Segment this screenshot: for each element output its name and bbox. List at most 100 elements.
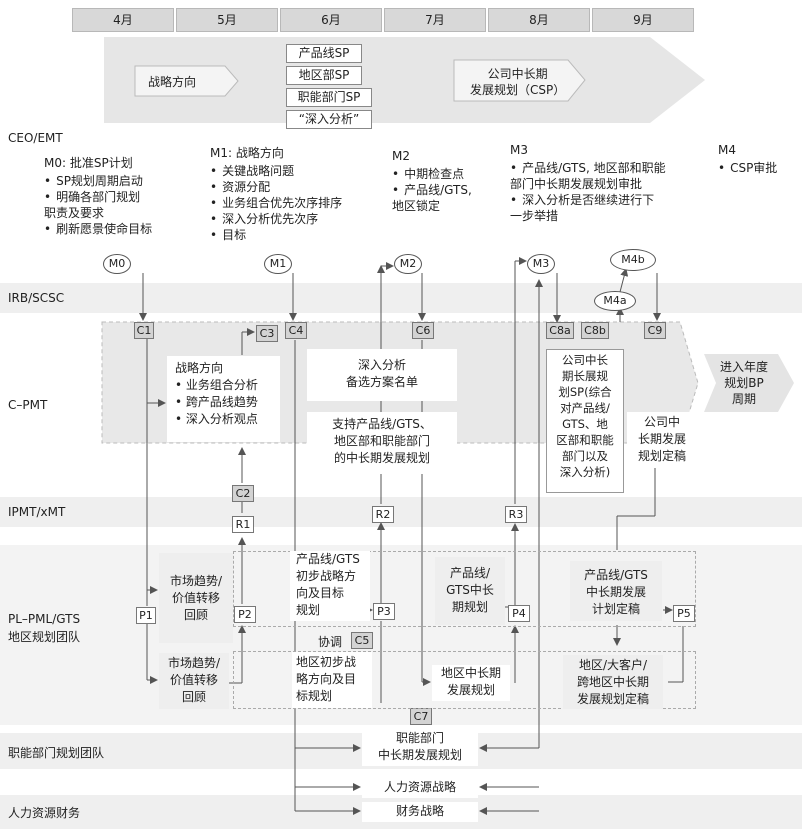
m1-list: 关键战略问题 资源分配 业务组合优先次序排序 深入分析优先次序 目标: [210, 163, 342, 243]
strategy-box-item-3: • 深入分析观点: [175, 412, 258, 426]
pl-band: [0, 545, 802, 725]
strategy-box-item-1: • 业务组合分析: [175, 378, 258, 392]
m1-item-4: 深入分析优先次序: [210, 211, 342, 227]
m1-title: M1: 战略方向: [210, 146, 284, 160]
m4-title: M4: [718, 143, 736, 157]
m3-title: M3: [510, 143, 528, 157]
banner-deep-analysis: “深入分析”: [286, 110, 372, 129]
next-year-arrow-shape: [704, 354, 794, 412]
month-6: 6月: [280, 8, 382, 32]
m0-list: SP规划周期启动 明确各部门规划 职责及要求 刷新愿景使命目标: [44, 173, 152, 237]
m1-item-1: 关键战略问题: [210, 163, 342, 179]
milestone-m3[interactable]: M3: [527, 254, 555, 274]
m3-list: 产品线/GTS, 地区部和职能 部门中长期发展规划审批 深入分析是否继续进行下 …: [510, 160, 666, 224]
m0-title: M0: 批准SP计划: [44, 156, 133, 170]
region-mid-box: 地区中长期 发展规划: [432, 665, 510, 701]
m2-list: 中期检查点 产品线/GTS, 地区锁定: [392, 166, 472, 214]
month-8: 8月: [488, 8, 590, 32]
m0-item-2: 明确各部门规划 职责及要求: [44, 189, 152, 221]
checkpoint-c4[interactable]: C4: [285, 322, 307, 339]
csp-arrow-shape: [453, 59, 586, 102]
strategy-box-item-1-text: 业务组合分析: [185, 378, 258, 392]
func-plan-box: 职能部门 中长期发展规划: [362, 730, 478, 766]
csp-sp-box: 公司中长 期长展规 划SP(综合 对产品线/ GTS、地 区部和职能 部门以及 …: [546, 349, 624, 493]
ipmt-band: [0, 497, 802, 527]
deep-analysis-box: 深入分析 备选方案名单: [307, 349, 457, 401]
banner-csp: 公司中长期 发展规划（CSP）: [470, 67, 566, 97]
checkpoint-c8a[interactable]: C8a: [546, 322, 574, 339]
irb-band: [0, 283, 802, 313]
phase-p4[interactable]: P4: [508, 605, 530, 622]
checkpoint-c1[interactable]: C1: [134, 322, 154, 339]
support-plan-box: 支持产品线/GTS、 地区部和职能部门 的中长期发展规划: [307, 412, 457, 474]
month-9: 9月: [592, 8, 694, 32]
month-4: 4月: [72, 8, 174, 32]
m4-item-1: CSP审批: [718, 160, 777, 176]
m0-item-3: 刷新愿景使命目标: [44, 221, 152, 237]
checkpoint-c9[interactable]: C9: [644, 322, 666, 339]
month-5: 5月: [176, 8, 278, 32]
market-trend-box-1: 市场趋势/ 价值转移 回顾: [159, 553, 233, 643]
m2-item-2: 产品线/GTS, 地区锁定: [392, 182, 472, 214]
hr-strategy-box: 人力资源战略: [362, 778, 478, 798]
region-initial-box: 地区初步战 略方向及目 标规划: [292, 652, 372, 708]
m3-item-1: 产品线/GTS, 地区部和职能 部门中长期发展规划审批: [510, 160, 666, 192]
strategy-arrow-shape: [134, 65, 239, 97]
pl-gts-mid-box: 产品线/ GTS中长 期规划: [435, 557, 505, 625]
m1-item-3: 业务组合优先次序排序: [210, 195, 342, 211]
review-r1[interactable]: R1: [232, 516, 254, 533]
row-hr-finance: 人力资源财务: [8, 806, 81, 820]
phase-p3[interactable]: P3: [373, 603, 395, 620]
row-ceo-emt: CEO/EMT: [8, 131, 63, 145]
market-trend-box-2: 市场趋势/ 价值转移 回顾: [159, 653, 229, 709]
checkpoint-c7[interactable]: C7: [410, 708, 432, 725]
review-r3[interactable]: R3: [505, 506, 527, 523]
m1-item-5: 目标: [210, 227, 342, 243]
csp-final-box: 公司中 长期发展 规划定稿: [627, 412, 697, 468]
milestone-m4b[interactable]: M4b: [610, 249, 656, 271]
next-year-label: 进入年度 规划BP 周期: [719, 360, 768, 406]
month-7: 7月: [384, 8, 486, 32]
checkpoint-c2[interactable]: C2: [232, 485, 254, 502]
region-final-box: 地区/大客户/ 跨地区中长期 发展规划定稿: [563, 655, 663, 709]
checkpoint-c8b[interactable]: C8b: [581, 322, 609, 339]
milestone-m1[interactable]: M1: [264, 254, 292, 274]
milestone-m0[interactable]: M0: [103, 254, 131, 274]
m2-title: M2: [392, 149, 410, 163]
row-pl-line2: 地区规划团队: [8, 630, 81, 644]
m2-item-1: 中期检查点: [392, 166, 472, 182]
banner-sp-product-line: 产品线SP: [286, 44, 362, 63]
checkpoint-c3[interactable]: C3: [256, 325, 278, 342]
row-pl-line1: PL–PML/GTS: [8, 612, 81, 626]
strategy-box-item-2: • 跨产品线趋势: [175, 395, 258, 409]
m1-item-2: 资源分配: [210, 179, 342, 195]
row-ipmt: IPMT/xMT: [8, 505, 66, 519]
row-func-team: 职能部门规划团队: [8, 746, 105, 760]
m3-item-2: 深入分析是否继续进行下 一步举措: [510, 192, 666, 224]
strategy-box-title: 战略方向: [175, 361, 224, 375]
m4-list: CSP审批: [718, 160, 777, 176]
milestone-m4a[interactable]: M4a: [594, 291, 636, 311]
banner-sp-function: 职能部门SP: [286, 88, 372, 107]
milestone-m2[interactable]: M2: [394, 254, 422, 274]
pl-gts-final-box: 产品线/GTS 中长期发展 计划定稿: [570, 561, 662, 621]
strategy-box-item-3-text: 深入分析观点: [185, 412, 258, 426]
pl-lower-dashed-region: [233, 651, 696, 709]
row-irb: IRB/SCSC: [8, 291, 65, 305]
pl-upper-dashed-region: [233, 551, 696, 627]
row-cpmt: C–PMT: [8, 398, 48, 412]
strategy-box-item-2-text: 跨产品线趋势: [185, 395, 258, 409]
pl-gts-initial-box: 产品线/GTS 初步战略方 向及目标 规划: [290, 551, 370, 621]
phase-p5[interactable]: P5: [673, 605, 695, 622]
coordinate-label: 协调: [318, 635, 343, 649]
banner-strategy-direction: 战略方向: [148, 75, 197, 89]
review-r2[interactable]: R2: [372, 506, 394, 523]
m0-item-1: SP规划周期启动: [44, 173, 152, 189]
phase-p1[interactable]: P1: [136, 607, 156, 624]
banner-sp-region: 地区部SP: [286, 66, 362, 85]
checkpoint-c5[interactable]: C5: [351, 632, 373, 649]
phase-p2[interactable]: P2: [234, 606, 256, 623]
checkpoint-c6[interactable]: C6: [412, 322, 434, 339]
strategy-direction-box: 战略方向 • 业务组合分析 • 跨产品线趋势 • 深入分析观点: [167, 356, 280, 442]
finance-strategy-box: 财务战略: [362, 802, 478, 822]
